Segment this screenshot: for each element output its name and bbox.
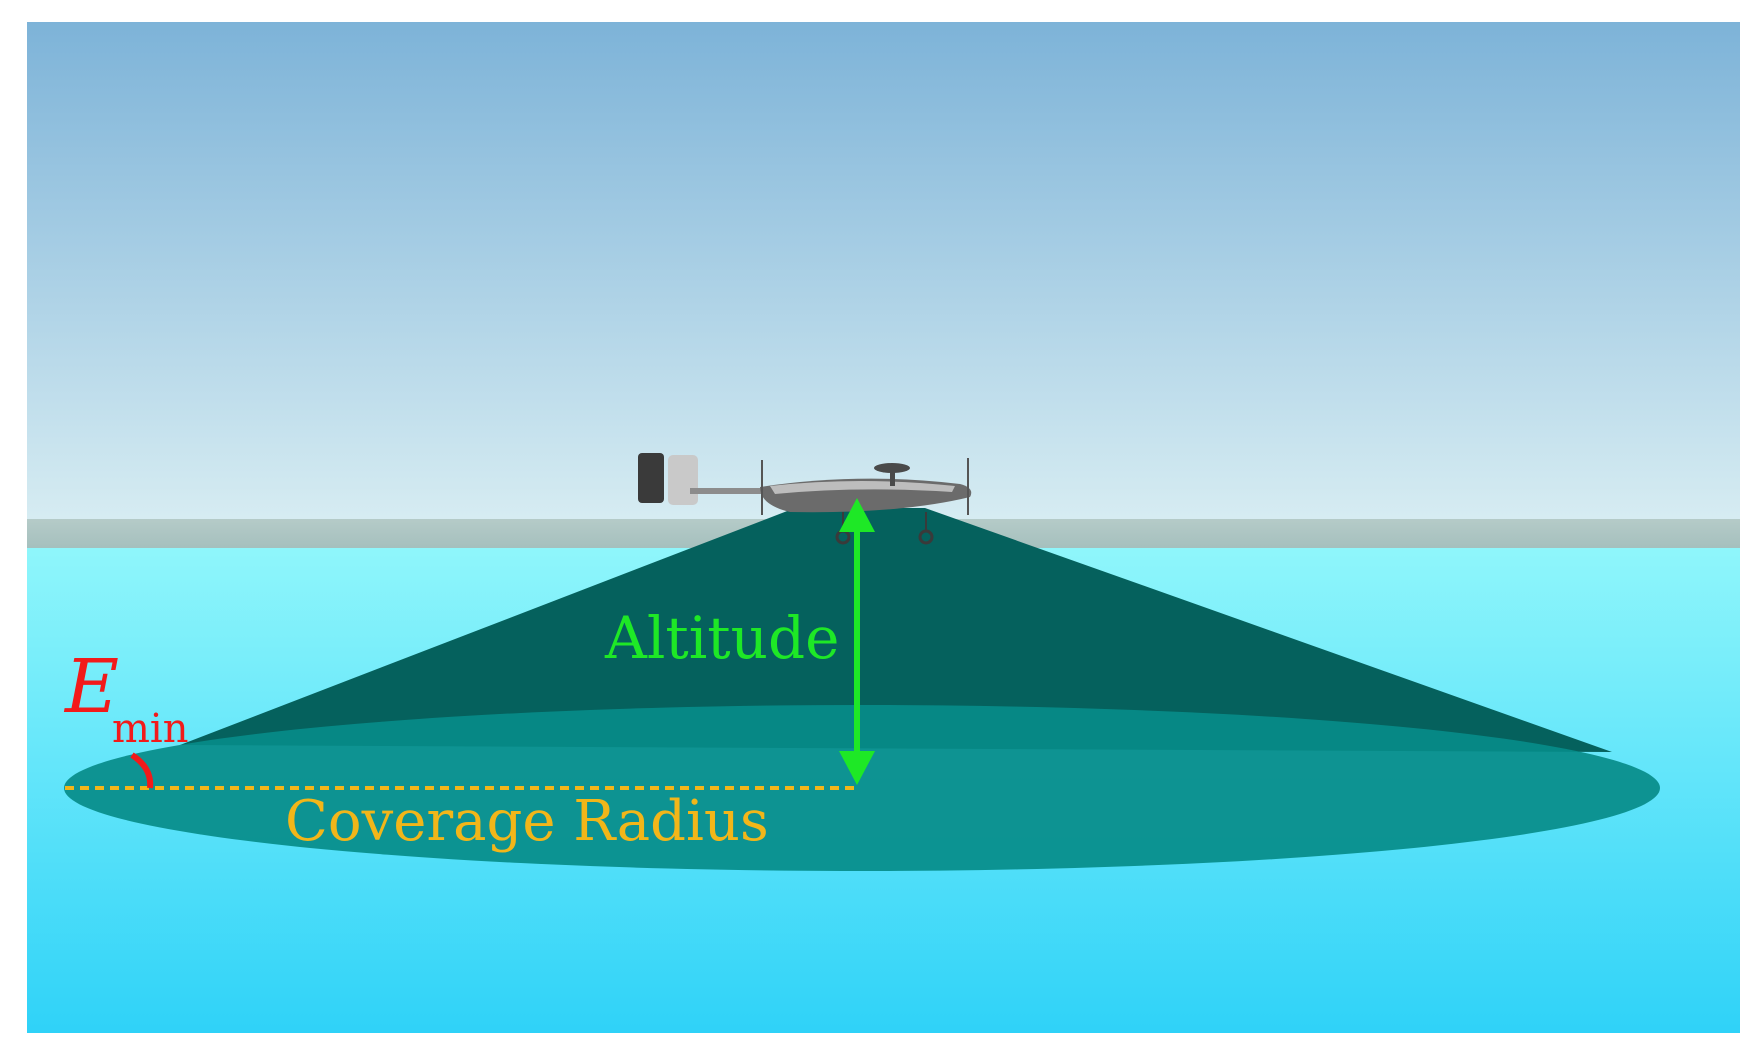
elevation-symbol: E (63, 644, 119, 730)
coverage-cone (180, 508, 1612, 752)
sky (27, 22, 1740, 519)
elevation-subscript: min (112, 706, 188, 752)
coverage-disk (64, 705, 1660, 871)
elevation-angle-arc (130, 752, 154, 789)
altitude-label: Altitude (604, 604, 839, 672)
coverage-radius-label: Coverage Radius (285, 789, 769, 854)
elevation-min-label: E min (63, 644, 188, 752)
altitude-arrow (839, 498, 875, 785)
